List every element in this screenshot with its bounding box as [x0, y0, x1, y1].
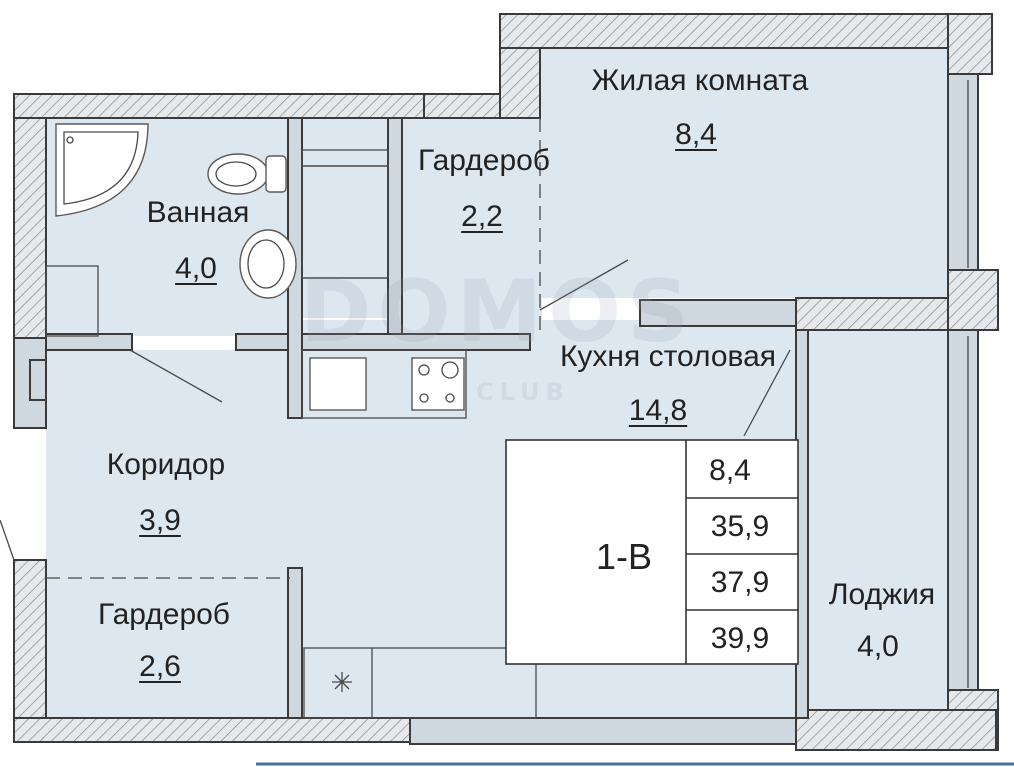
wardrobe-bottom-floor	[46, 578, 290, 718]
kitchen-name: Кухня столовая	[559, 340, 777, 373]
wall-left-stub	[29, 359, 47, 401]
room-floors	[46, 48, 948, 718]
wall-top-left	[13, 93, 425, 119]
kitchen-counter	[301, 349, 467, 419]
unit-area-full: 39,9	[710, 622, 770, 655]
wall-wardrobe-bottom	[287, 567, 303, 719]
wall-right-pier	[947, 269, 999, 331]
wall-bath-corridor	[45, 333, 133, 351]
wall-bottom-window	[409, 717, 797, 745]
wall-bottom-right	[795, 709, 997, 751]
wardrobe-top-name: Гардероб	[418, 144, 550, 177]
corridor-floor	[46, 350, 296, 580]
watermark-sub: CLUB	[476, 378, 570, 406]
living-room-name: Жилая комната	[591, 64, 809, 97]
bath-door-swing	[129, 349, 223, 403]
unit-area-with-loggia: 37,9	[710, 566, 770, 599]
unit-info-table	[505, 439, 799, 665]
living-room-area: 8,4	[675, 118, 717, 151]
shower-drain	[66, 136, 74, 144]
loggia-floor	[808, 330, 948, 710]
wall-bottom	[13, 717, 411, 743]
wall-left-bottom	[13, 559, 47, 741]
niche-top-shelf	[301, 149, 389, 167]
dining-zone	[303, 647, 537, 719]
niche-fixtures	[301, 149, 389, 279]
utility-niche-floor	[290, 118, 400, 318]
door-lines	[0, 80, 969, 688]
loggia-area: 4,0	[857, 630, 899, 663]
unit-code: 1-В	[595, 536, 653, 577]
wall-right-window	[947, 73, 979, 271]
unit-area-living: 8,4	[709, 454, 751, 487]
hob-burner-3	[419, 393, 429, 403]
wardrobe-bottom-name: Гардероб	[98, 598, 230, 631]
toilet-tank	[265, 155, 287, 193]
washing-machine-outline	[45, 265, 99, 337]
hob-burner-4	[445, 393, 455, 403]
bathroom-area: 4,0	[175, 252, 217, 285]
kitchen-fixtures	[301, 349, 537, 719]
kitchen-sink	[309, 357, 367, 411]
living-room-floor	[540, 48, 948, 298]
toilet-seat	[215, 161, 257, 187]
wall-top-right	[499, 13, 951, 49]
watermark-main: DOMOS	[300, 262, 696, 362]
kitchen-area: 14,8	[628, 394, 688, 427]
wardrobe-top-floor	[402, 118, 542, 334]
corridor-name: Коридор	[106, 448, 226, 481]
shower-tray	[55, 123, 149, 217]
wardrobe-top-area: 2,2	[461, 200, 503, 233]
wall-top-right-corner	[947, 13, 993, 75]
corridor-area: 3,9	[139, 504, 181, 537]
toilet-bowl	[207, 153, 269, 195]
wall-loggia-pier	[795, 297, 949, 331]
hob-burner-1	[418, 364, 430, 376]
bathroom-name: Ванная	[146, 196, 250, 229]
entrance-door-swing	[0, 519, 15, 561]
wall-right-loggia	[947, 329, 979, 691]
ventilation-icon	[332, 672, 352, 692]
loggia-name: Лоджия	[828, 578, 936, 611]
wardrobe-door-swing	[539, 259, 629, 311]
walls	[13, 13, 999, 751]
bathroom-fixtures	[45, 123, 297, 337]
sink-inner	[247, 239, 285, 289]
shower-tray-inner	[63, 131, 139, 205]
wardrobe-bottom-area: 2,6	[139, 650, 181, 683]
loggia-door-swing	[743, 349, 791, 437]
hob-burner-2	[441, 361, 459, 379]
unit-area-total: 35,9	[710, 510, 770, 543]
wall-left	[13, 117, 47, 339]
